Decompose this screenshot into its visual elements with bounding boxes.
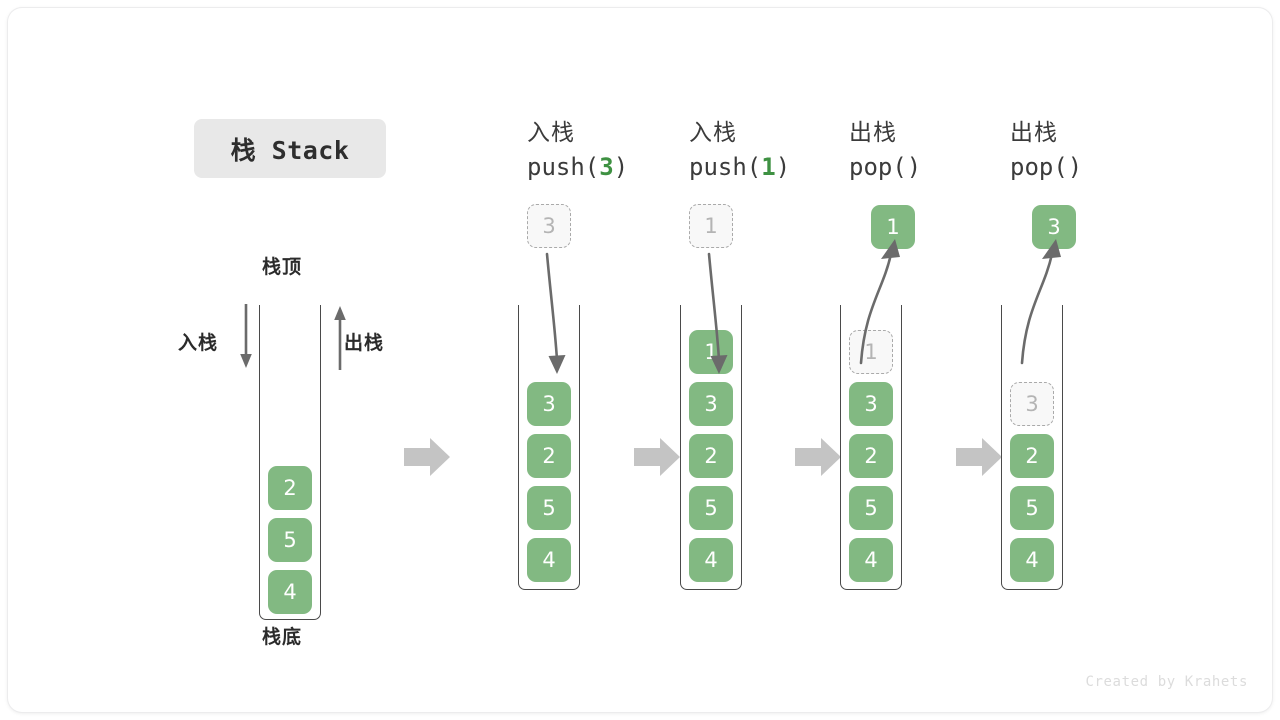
step-operation-code: pop() (1010, 150, 1180, 184)
code-suffix: ) (775, 153, 791, 181)
stack-element: 4 (268, 570, 312, 614)
stack-top-label: 栈顶 (262, 256, 303, 278)
initial-stack-container (259, 305, 321, 620)
step-operation-code: push(1) (689, 150, 859, 184)
code-prefix: push( (689, 153, 762, 181)
stack-element: 5 (268, 518, 312, 562)
step-operation-label: 出栈 (849, 120, 897, 146)
step-header-pop-3: 出栈 pop() (1010, 116, 1180, 184)
code-prefix: push( (527, 153, 600, 181)
stack-container-push-3 (518, 305, 580, 590)
floating-element-push-1: 1 (689, 204, 733, 248)
stack-element: 5 (527, 486, 571, 530)
code-argument: 1 (761, 153, 776, 181)
stack-element: 2 (689, 434, 733, 478)
pop-side-label: 出栈 (344, 332, 385, 354)
stack-element: 3 (1010, 382, 1054, 426)
code-prefix: pop( (849, 153, 907, 181)
step-operation-label: 入栈 (689, 120, 737, 146)
initial-stack-group: 栈顶 入栈 出栈 2 5 4 栈底 (168, 238, 428, 658)
stack-element: 5 (849, 486, 893, 530)
flow-arrow-1 (404, 436, 452, 482)
pop-direction-arrow (332, 304, 348, 374)
step-header-pop-1: 出栈 pop() (849, 116, 1019, 184)
stack-title-chip: 栈 Stack (194, 119, 386, 178)
step-header-push-3: 入栈 push(3) (527, 116, 697, 184)
flow-arrow-4 (956, 436, 1004, 482)
code-argument: 3 (599, 153, 614, 181)
floating-element-pop-3: 3 (1032, 205, 1076, 249)
stack-element: 2 (268, 466, 312, 510)
flow-arrow-2 (634, 436, 682, 482)
step-operation-code: push(3) (527, 150, 697, 184)
code-prefix: pop( (1010, 153, 1068, 181)
stack-element: 5 (689, 486, 733, 530)
watermark: Created by Krahets (1085, 674, 1248, 690)
stack-element: 3 (527, 382, 571, 426)
step-operation-code: pop() (849, 150, 1019, 184)
diagram-card: 栈 Stack 栈顶 入栈 出栈 2 5 4 栈底 (8, 8, 1272, 712)
stack-container-push-1 (680, 305, 742, 590)
initial-stack-items: 2 5 4 (268, 305, 312, 620)
stack-element: 5 (1010, 486, 1054, 530)
stack-container-pop-3 (1001, 305, 1063, 590)
stack-container-pop-1 (840, 305, 902, 590)
push-direction-arrow (238, 304, 254, 374)
stack-element: 2 (527, 434, 571, 478)
stack-bottom-label: 栈底 (262, 626, 303, 648)
step-header-push-1: 入栈 push(1) (689, 116, 859, 184)
stack-element: 2 (849, 434, 893, 478)
flow-arrow-3 (795, 436, 843, 482)
stack-element: 2 (1010, 434, 1054, 478)
stack-element: 4 (689, 538, 733, 582)
step-operation-label: 出栈 (1010, 120, 1058, 146)
floating-element-push-3: 3 (527, 204, 571, 248)
stack-element: 1 (849, 330, 893, 374)
stack-element: 3 (689, 382, 733, 426)
code-suffix: ) (906, 153, 922, 181)
code-suffix: ) (1067, 153, 1083, 181)
step-operation-label: 入栈 (527, 120, 575, 146)
floating-element-pop-1: 1 (871, 205, 915, 249)
stack-element: 4 (527, 538, 571, 582)
stack-element: 3 (849, 382, 893, 426)
push-side-label: 入栈 (178, 332, 219, 354)
stack-element: 4 (1010, 538, 1054, 582)
code-suffix: ) (613, 153, 629, 181)
stack-element: 1 (689, 330, 733, 374)
stack-element: 4 (849, 538, 893, 582)
